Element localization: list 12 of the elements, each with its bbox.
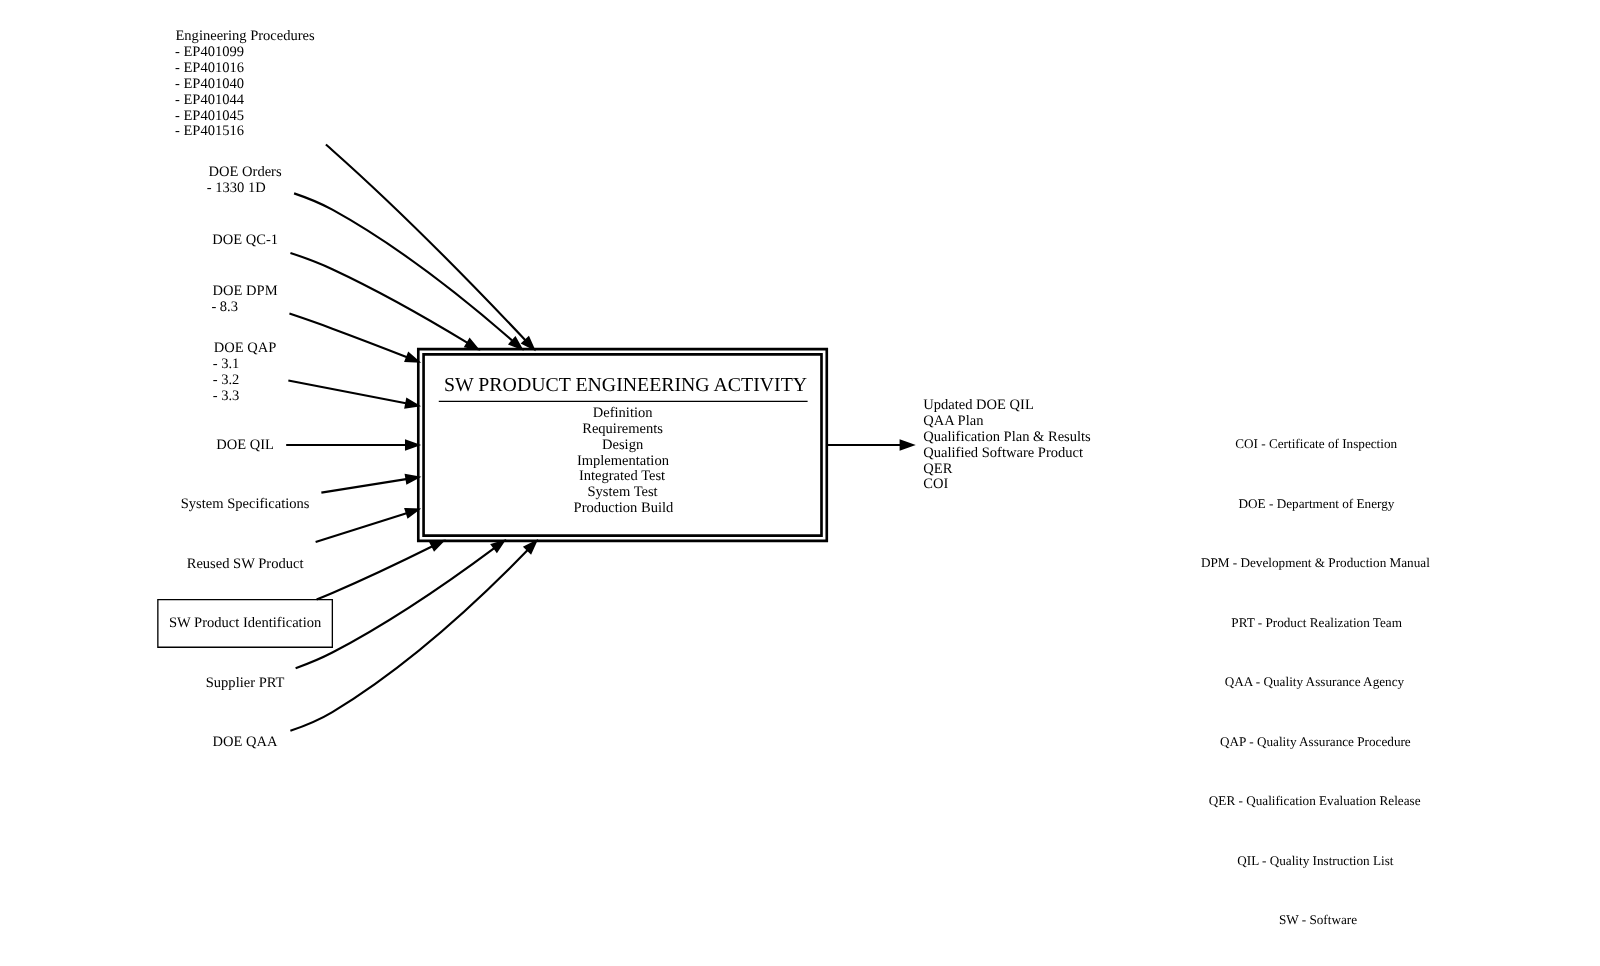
arrow (287, 378, 421, 408)
arrow (826, 438, 915, 450)
arrow (315, 538, 445, 600)
arrow (285, 438, 421, 450)
arrow (324, 142, 535, 351)
arrow (320, 472, 421, 493)
arrow (289, 538, 538, 731)
arrow (294, 537, 506, 669)
arrow (314, 507, 421, 543)
arrow (288, 311, 421, 362)
arrow (289, 250, 480, 350)
arrow (292, 191, 523, 350)
